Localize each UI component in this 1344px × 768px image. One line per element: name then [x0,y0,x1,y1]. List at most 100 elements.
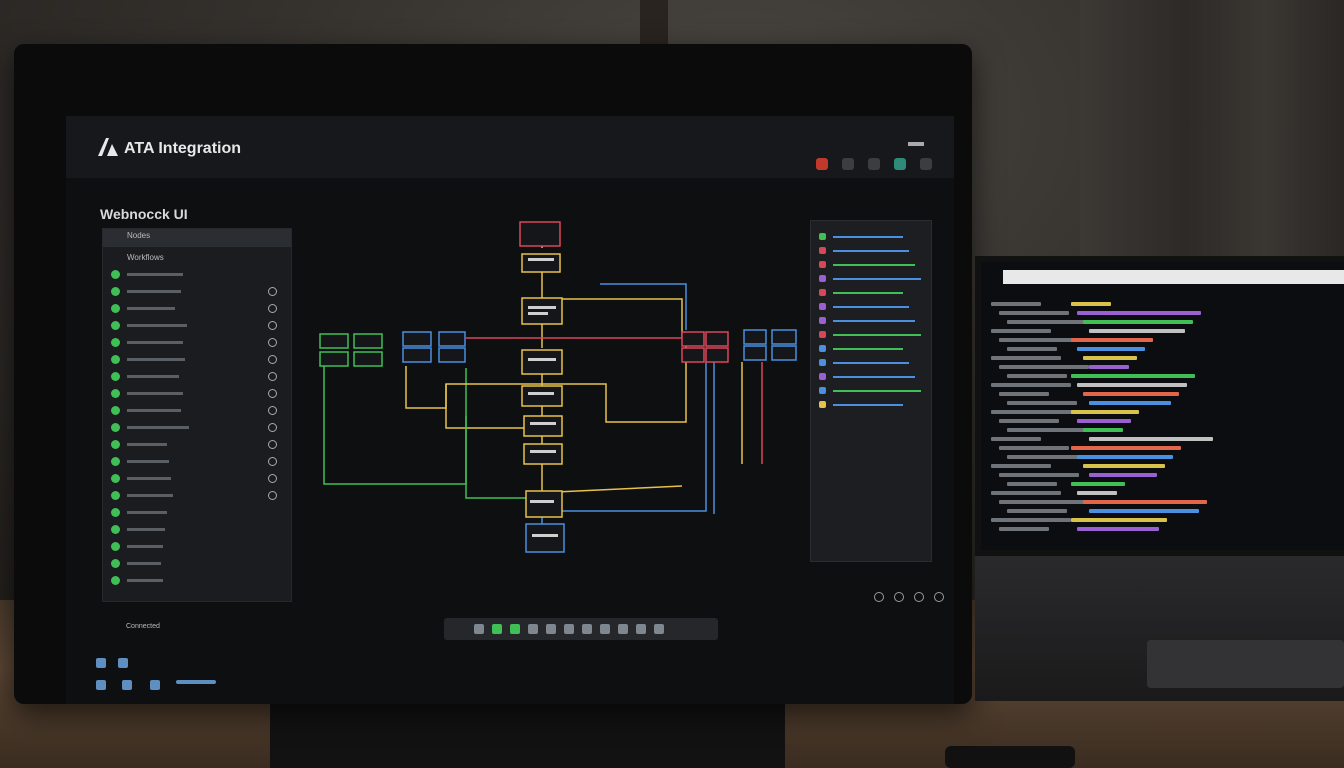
property-row[interactable] [819,275,923,283]
property-row[interactable] [819,247,923,255]
list-item[interactable] [111,456,281,468]
list-item[interactable] [111,541,281,553]
monitor-screen: ATA Integration Webnocck UI Nodes Workfl… [66,116,954,704]
status-icon[interactable] [934,592,944,602]
list-item[interactable] [111,558,281,570]
tool-icon[interactable] [492,624,502,634]
code-line [1083,356,1137,360]
toggle-icon[interactable] [268,372,277,381]
taskbar-icon[interactable] [96,680,106,690]
toggle-icon[interactable] [268,321,277,330]
tool-icon[interactable] [564,624,574,634]
list-item[interactable] [111,320,281,332]
toolbar-icon[interactable] [868,158,880,170]
toggle-icon[interactable] [268,406,277,415]
tool-icon[interactable] [510,624,520,634]
list-item[interactable] [111,422,281,434]
toggle-icon[interactable] [268,304,277,313]
code-line [1007,347,1057,351]
flow-node [705,331,729,347]
list-item[interactable] [111,439,281,451]
toggle-icon[interactable] [268,440,277,449]
property-row[interactable] [819,289,923,297]
list-item-label [127,443,167,446]
tool-icon[interactable] [618,624,628,634]
node-type-icon [819,275,826,282]
taskbar-icon[interactable] [118,658,128,668]
list-item[interactable] [111,405,281,417]
list-item[interactable] [111,473,281,485]
property-row[interactable] [819,359,923,367]
list-item[interactable] [111,269,281,281]
taskbar-icon[interactable] [150,680,160,690]
code-line [1007,455,1097,459]
toggle-icon[interactable] [268,338,277,347]
connector [405,338,687,423]
property-row[interactable] [819,303,923,311]
tool-icon[interactable] [636,624,646,634]
code-line [999,500,1089,504]
tool-icon[interactable] [582,624,592,634]
list-item[interactable] [111,354,281,366]
property-label [833,390,921,392]
property-row[interactable] [819,387,923,395]
list-item[interactable] [111,575,281,587]
taskbar-label [176,680,216,684]
tool-icon[interactable] [474,624,484,634]
tool-icon[interactable] [546,624,556,634]
code-line [1077,347,1145,351]
status-icon[interactable] [894,592,904,602]
toolbar-icon[interactable] [920,158,932,170]
property-row[interactable] [819,331,923,339]
list-item[interactable] [111,337,281,349]
flow-node [705,347,729,363]
list-item[interactable] [111,388,281,400]
taskbar-icon[interactable] [122,680,132,690]
code-line [991,518,1071,522]
status-icon[interactable] [874,592,884,602]
toggle-icon[interactable] [268,474,277,483]
list-item[interactable] [111,490,281,502]
toggle-icon[interactable] [268,423,277,432]
list-item[interactable] [111,507,281,519]
toolbar-icon[interactable] [842,158,854,170]
property-row[interactable] [819,401,923,409]
tool-icon[interactable] [528,624,538,634]
code-line [1071,302,1111,306]
code-line [1083,320,1193,324]
list-item-label [127,426,189,429]
tool-icon[interactable] [600,624,610,634]
code-line [1007,428,1087,432]
tool-icon[interactable] [654,624,664,634]
panel-tab-label[interactable]: Workflows [127,253,164,262]
code-line [999,527,1049,531]
gear-icon[interactable] [894,158,906,170]
code-line [999,338,1079,342]
status-icon[interactable] [914,592,924,602]
toggle-icon[interactable] [268,355,277,364]
property-row[interactable] [819,233,923,241]
toggle-icon[interactable] [268,457,277,466]
list-item[interactable] [111,303,281,315]
flow-node [438,331,466,347]
list-item[interactable] [111,524,281,536]
property-label [833,250,909,252]
window-icon[interactable] [908,142,924,146]
taskbar-icon[interactable] [96,658,106,668]
toggle-icon[interactable] [268,287,277,296]
toggle-icon[interactable] [268,389,277,398]
property-row[interactable] [819,373,923,381]
property-row[interactable] [819,261,923,269]
code-line [1071,482,1125,486]
toggle-icon[interactable] [268,491,277,500]
list-item[interactable] [111,371,281,383]
list-item-label [127,409,181,412]
flow-node [681,347,705,363]
property-row[interactable] [819,345,923,353]
status-icons [874,592,944,602]
list-item[interactable] [111,286,281,298]
property-row[interactable] [819,317,923,325]
flow-node [353,333,383,349]
code-line [1071,446,1181,450]
toolbar-icon[interactable] [816,158,828,170]
